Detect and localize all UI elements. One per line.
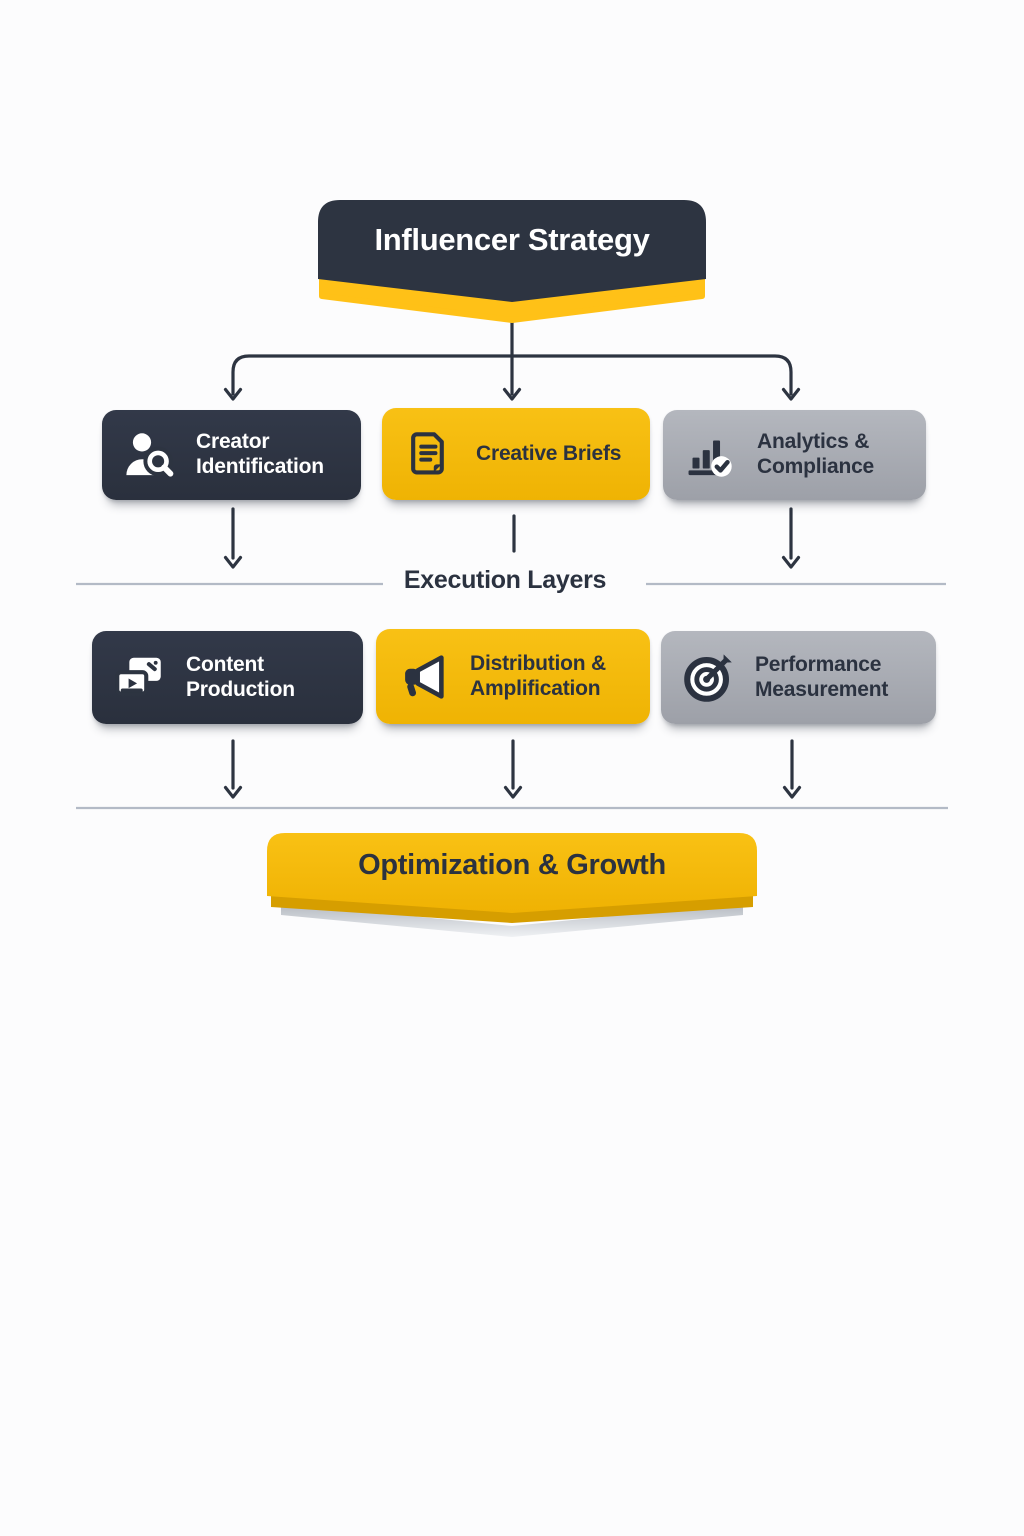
arrow-analytics-to-execution <box>781 507 801 569</box>
strategy-banner-ribbon <box>318 200 706 323</box>
node-label: Distribution & Amplification <box>470 651 607 700</box>
arrow-creator-to-execution <box>223 507 243 569</box>
strategy-banner-title: Influencer Strategy <box>374 222 650 257</box>
optimization-banner-ribbon <box>267 833 757 937</box>
node-distribution-amplification: Distribution & Amplification <box>376 629 650 724</box>
node-creative-briefs: Creative Briefs <box>382 408 650 500</box>
strategy-banner: Influencer Strategy <box>318 200 706 324</box>
optimization-growth-title: Optimization & Growth <box>358 848 666 881</box>
node-creator-identification: Creator Identification <box>102 410 361 500</box>
branch-bar-connector <box>231 354 793 396</box>
node-label: Creator Identification <box>196 430 324 478</box>
node-label: Analytics & Compliance <box>757 430 875 478</box>
megaphone-icon <box>394 648 452 706</box>
arrow-performance-down <box>782 739 802 799</box>
branch-arrowhead-right <box>781 387 801 401</box>
arrow-distribution-down <box>503 739 523 799</box>
node-performance-measurement: Performance Measurement <box>661 631 936 724</box>
node-label: Content Production <box>186 652 295 701</box>
branch-arrowhead-middle <box>502 387 522 401</box>
node-label: Creative Briefs <box>476 441 622 465</box>
media-screens-icon <box>110 649 168 707</box>
optimization-growth-banner: Optimization & Growth <box>267 833 757 941</box>
execution-layers-label: Execution Layers <box>403 566 607 594</box>
node-analytics-compliance: Analytics & Compliance <box>663 410 926 500</box>
arrow-content-down <box>223 739 243 799</box>
person-search-icon <box>120 426 178 484</box>
branch-arrowhead-left <box>223 387 243 401</box>
bar-chart-check-icon <box>681 426 739 484</box>
node-label: Performance Measurement <box>755 652 889 701</box>
target-dart-icon <box>679 649 737 707</box>
document-brief-icon <box>400 425 458 483</box>
node-content-production: Content Production <box>92 631 363 724</box>
